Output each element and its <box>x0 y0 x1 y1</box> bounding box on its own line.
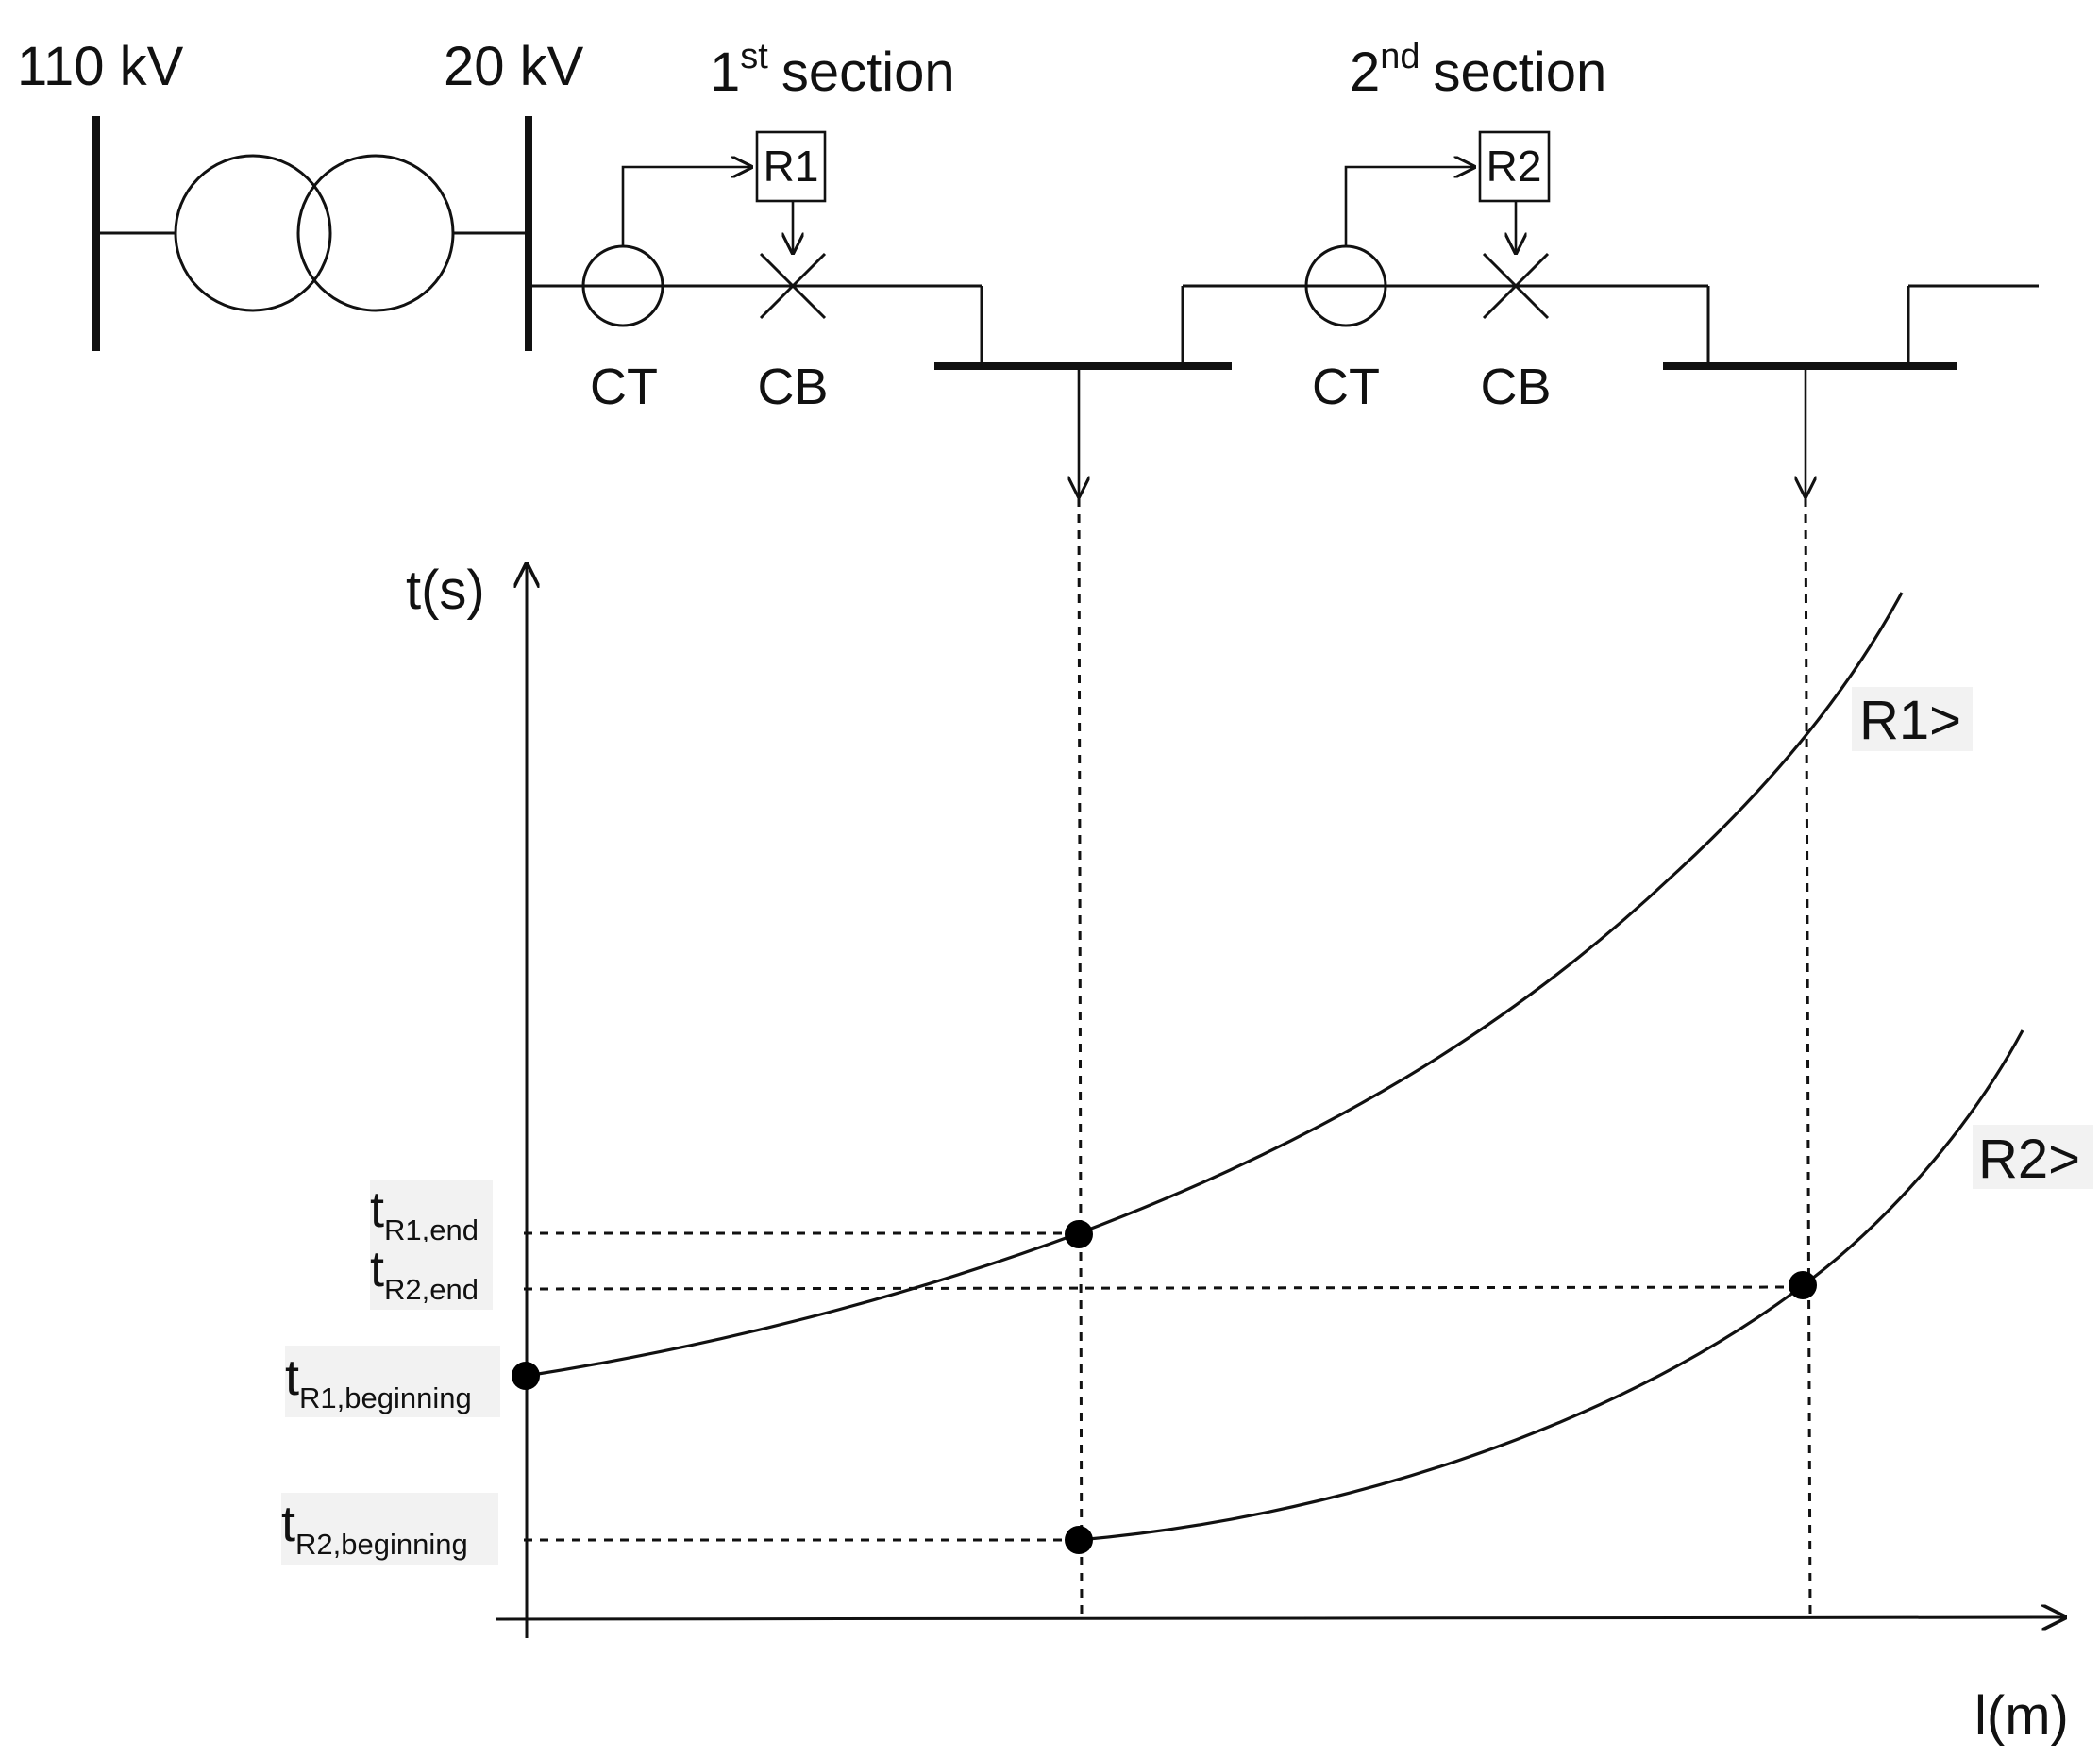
y-tick-r2-end: tR2,end <box>370 1241 493 1310</box>
x-axis <box>495 1617 2065 1619</box>
svg-text:tR2,end: tR2,end <box>370 1241 479 1306</box>
r2-end-refline <box>523 1285 1806 1291</box>
cb-2-label: CB <box>1480 359 1551 415</box>
substation-1-dropline <box>1077 497 1084 1620</box>
relay-1-box <box>755 130 827 203</box>
circuit-breaker-1-icon <box>759 252 827 320</box>
ct-2-label: CT <box>1312 359 1380 415</box>
substation-2-dropline <box>1804 497 1812 1620</box>
y-tick-r1-end: tR1,end <box>370 1180 493 1247</box>
r1-beginning-point <box>512 1362 540 1390</box>
hv-voltage-label: 110 kV <box>17 36 184 97</box>
relay-2-label: R2 <box>1487 142 1542 191</box>
r1-curve-label: R1> <box>1859 690 1961 751</box>
time-distance-chart: t(s) l(m) R1> R2> tR1,end tR2,end <box>281 497 2093 1747</box>
relay-2-box <box>1478 130 1551 203</box>
y-tick-r2-beginning: tR2,beginning <box>281 1493 498 1565</box>
svg-text:tR1,end: tR1,end <box>370 1181 479 1247</box>
relay-1-label: R1 <box>764 142 819 191</box>
cb-1-label: CB <box>757 359 828 415</box>
transformer-icon <box>174 154 455 312</box>
r2-curve-label: R2> <box>1978 1129 2080 1190</box>
x-axis-label: l(m) <box>1974 1685 2069 1747</box>
relay-r1-curve <box>526 592 1904 1378</box>
relay-r2-curve <box>1078 1029 2024 1542</box>
ct1-signal-arrow <box>621 167 751 246</box>
r1-end-point <box>1065 1220 1093 1248</box>
circuit-breaker-2-icon <box>1482 252 1550 320</box>
ct-1-label: CT <box>590 359 658 415</box>
r2-end-point <box>1789 1271 1817 1299</box>
svg-text:tR2,beginning: tR2,beginning <box>281 1496 468 1561</box>
r2-beginning-point <box>1065 1526 1093 1554</box>
mv-voltage-label: 20 kV <box>444 36 584 97</box>
ct2-signal-arrow <box>1344 167 1474 246</box>
y-axis-label: t(s) <box>406 560 485 621</box>
svg-text:tR1,beginning: tR1,beginning <box>285 1349 472 1414</box>
y-tick-r1-beginning: tR1,beginning <box>285 1346 500 1417</box>
